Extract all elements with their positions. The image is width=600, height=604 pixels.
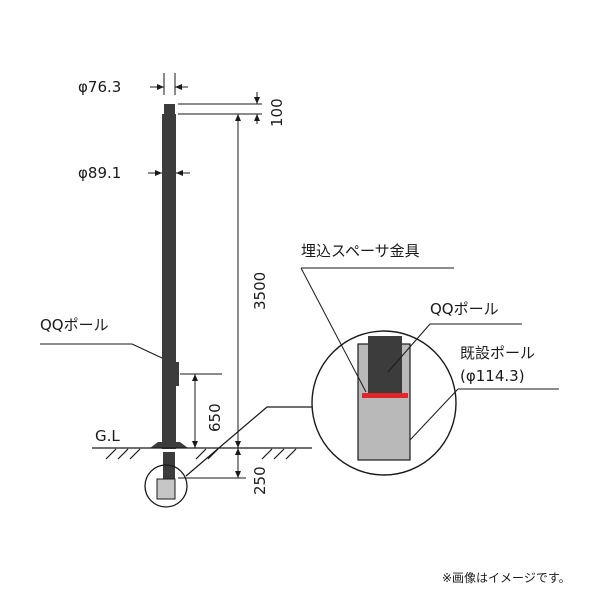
ground-line (92, 447, 312, 460)
dim-top-diameter (150, 73, 188, 95)
detail-marker-circle (144, 464, 188, 508)
pole-shaft (162, 114, 176, 449)
image-note: ※画像はイメージです。 (442, 571, 571, 585)
pole-diameter-label: φ89.1 (78, 164, 121, 182)
dim-250-label: 250 (251, 466, 269, 495)
qq-pole-label-detail: QQポール (430, 300, 499, 318)
top-diameter-label: φ76.3 (78, 78, 121, 96)
existing-pole-diameter: (φ114.3) (460, 367, 525, 385)
arrow-icon (235, 448, 241, 478)
qq-pole-section (368, 336, 402, 394)
qq-pole-leader-2 (131, 343, 163, 359)
spacer-label: 埋込スペーサ金具 (301, 242, 420, 260)
existing-pole-label: 既設ポール (460, 344, 535, 362)
spacer-leader-2 (300, 267, 367, 393)
dim-3500-label: 3500 (251, 272, 269, 310)
arrow-icon (157, 84, 182, 90)
detail-connector (185, 406, 312, 477)
detail-view (311, 330, 457, 476)
pole-top-cap (164, 104, 175, 114)
buried-socket-small (156, 478, 176, 500)
dim-100 (178, 92, 262, 124)
arrow-icon (254, 97, 260, 121)
qq-detail-leader-2 (387, 323, 431, 373)
pole-bracket (174, 362, 179, 386)
qq-pole-label-left: QQポール (40, 316, 109, 334)
gl-label: G.L (95, 427, 120, 445)
dim-100-label: 100 (268, 98, 286, 127)
arrow-icon (155, 170, 183, 176)
spacer-fitting (362, 393, 408, 398)
pole-base-flange (150, 442, 188, 448)
dim-650 (180, 373, 222, 448)
existing-leader-2 (409, 388, 459, 441)
dim-650-label: 650 (206, 403, 224, 432)
pole-drawing (144, 104, 188, 508)
